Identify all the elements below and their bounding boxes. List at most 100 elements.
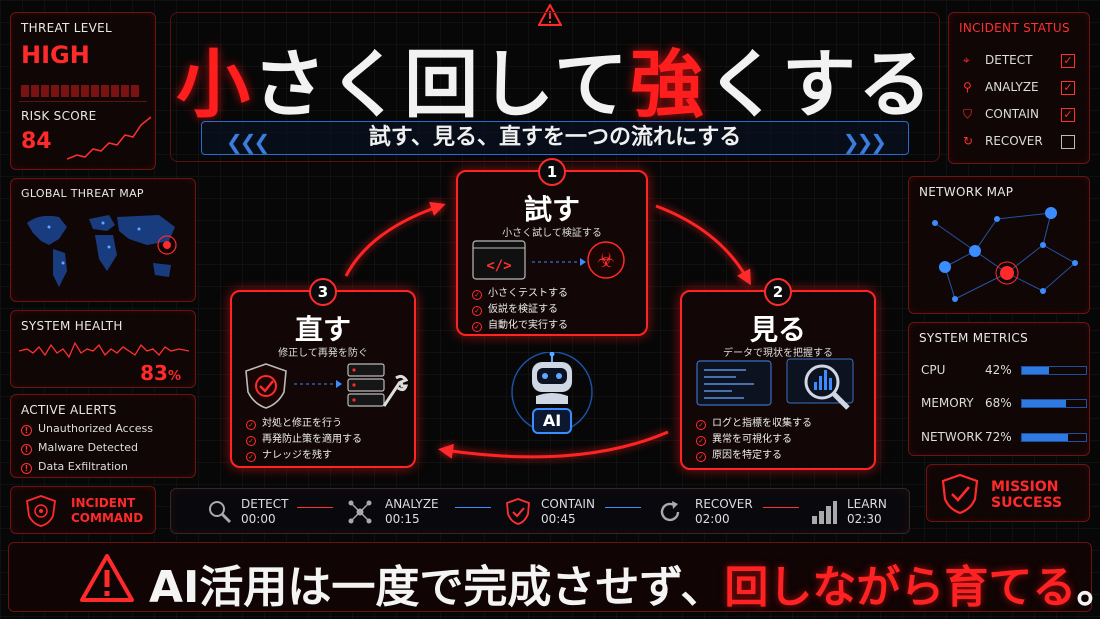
status-label: DETECT	[985, 53, 1033, 67]
step-see-card[interactable]: 2 見る データで現状を把握する ✓ログと指標を収集する ✓異常を可視化する ✓…	[680, 278, 876, 470]
chevron-left-icon: ❮❮❮	[226, 130, 270, 154]
metric-bar-fill	[1022, 400, 1066, 407]
mission-line1: MISSION	[991, 479, 1059, 495]
check-icon: ✓	[246, 452, 256, 462]
bullet-text: 自動化で実行する	[488, 320, 568, 331]
system-health-unit: %	[167, 369, 181, 384]
step-subtitle: 修正して再発を防ぐ	[278, 348, 368, 359]
refresh-icon: ↻	[963, 134, 974, 148]
bullet-text: 小さくテストする	[488, 288, 568, 299]
network-nodes-icon	[348, 500, 372, 524]
subtitle: 試す、見る、直すを一つの流れにする	[368, 125, 742, 150]
server-wrench-icon	[347, 363, 408, 407]
recover-checkbox[interactable]	[1061, 135, 1075, 149]
bullet-text: 原因を特定する	[712, 450, 782, 461]
check-icon: ✓	[696, 452, 706, 462]
step-subtitle: 小さく試して検証する	[502, 228, 602, 239]
network-graph	[932, 207, 1078, 302]
world-map	[27, 215, 177, 287]
alert-item[interactable]: !Data Exfiltration	[21, 457, 153, 476]
timeline-label: CONTAIN	[541, 497, 595, 511]
timeline-arrow	[455, 507, 491, 508]
step-fix-card[interactable]: 3 直す 修正して再発を防ぐ ✓対処と修正を行う ✓再発防止策を適用する ✓ナレ…	[230, 278, 416, 468]
metric-value: 68%	[985, 396, 1012, 410]
timeline-label: RECOVER	[695, 497, 753, 511]
incident-command-line2: COMMAND	[71, 511, 144, 525]
status-row-recover: ↻RECOVER	[963, 134, 1043, 148]
system-health-panel: SYSTEM HEALTH 83%	[10, 310, 196, 388]
warning-icon	[538, 4, 562, 26]
threat-level-meter	[21, 85, 139, 97]
robot-icon	[511, 351, 593, 433]
bullet-item: ✓自動化で実行する	[472, 318, 568, 334]
timeline-time: 00:00	[241, 512, 276, 526]
metric-value: 42%	[985, 363, 1012, 377]
title-highlight-2: 強	[629, 42, 706, 128]
contain-checkbox[interactable]: ✓	[1061, 108, 1075, 122]
banner-highlight: 回しながら育てる	[724, 562, 1077, 613]
detect-checkbox[interactable]: ✓	[1061, 54, 1075, 68]
system-metrics-label: SYSTEM METRICS	[919, 331, 1028, 345]
warning-icon	[80, 554, 134, 602]
step-try-card[interactable]: 1 試す 小さく試して検証する </> ☣ ✓小さくテストする ✓仮説を検証する…	[456, 158, 648, 336]
bullet-text: 再発防止策を適用する	[262, 434, 362, 445]
chevron-right-icon: ❯❯❯	[842, 130, 887, 154]
metric-name: NETWORK	[921, 430, 983, 444]
magnifier-icon: ⚲	[963, 80, 972, 94]
alert-icon: !	[21, 463, 32, 474]
check-icon: ✓	[246, 420, 256, 430]
alert-text: Malware Detected	[38, 441, 138, 454]
svg-text:☣: ☣	[597, 248, 615, 272]
network-map-label: NETWORK MAP	[919, 185, 1014, 199]
bottom-banner: AI活用は一度で完成させず、回しながら育てる。	[8, 542, 1100, 613]
timeline-time: 00:15	[385, 512, 420, 526]
analyze-checkbox[interactable]: ✓	[1061, 81, 1075, 95]
alert-item[interactable]: !Unauthorized Access	[21, 419, 153, 438]
active-alerts-label: ACTIVE ALERTS	[21, 403, 117, 417]
step-title: 直す	[294, 313, 351, 346]
code-window-icon: </>	[472, 240, 526, 280]
incident-status-label: INCIDENT STATUS	[959, 21, 1070, 35]
system-health-number: 83	[140, 361, 168, 385]
timeline-arrow	[297, 507, 333, 508]
log-window-icon	[696, 360, 772, 406]
threat-level-label: THREAT LEVEL	[21, 21, 113, 35]
timeline-label: ANALYZE	[385, 497, 439, 511]
metric-bar-fill	[1022, 367, 1049, 374]
system-health-value: 83%	[140, 361, 181, 385]
system-metrics-panel: SYSTEM METRICS CPU 42% MEMORY 68% NETWOR…	[908, 322, 1090, 456]
network-map-panel: NETWORK MAP	[908, 176, 1090, 314]
alert-item[interactable]: !Malware Detected	[21, 438, 153, 457]
banner-message: AI活用は一度で完成させず、回しながら育てる。	[149, 551, 1100, 615]
bullet-text: 仮説を検証する	[488, 304, 558, 315]
title-highlight-1: 小	[176, 42, 253, 128]
status-label: ANALYZE	[985, 80, 1039, 94]
bullet-item: ✓仮説を検証する	[472, 302, 568, 318]
dashed-arrow	[294, 380, 342, 388]
dashed-arrow	[532, 258, 586, 266]
bullet-item: ✓ 原因を特定する	[696, 448, 812, 464]
shield-icon: ⛉	[963, 107, 973, 121]
timeline-time: 02:00	[695, 512, 730, 526]
magnifier-icon	[209, 501, 232, 524]
alert-icon: !	[21, 425, 32, 436]
active-alerts-panel: ACTIVE ALERTS !Unauthorized Access !Malw…	[10, 394, 196, 478]
metric-bar	[1021, 366, 1087, 375]
incident-command-panel[interactable]: INCIDENT COMMAND	[10, 486, 156, 534]
status-row-contain: ⛉CONTAIN	[963, 107, 1039, 122]
metric-row-cpu: CPU 42%	[921, 363, 1089, 377]
threat-level-value: HIGH	[21, 41, 90, 69]
step-title: 見る	[749, 313, 806, 346]
ai-badge: AI	[532, 408, 572, 434]
check-icon: ✓	[696, 420, 706, 430]
subtitle-bar: ❮❮❮ 試す、見る、直すを一つの流れにする ❯❯❯	[201, 121, 909, 155]
mission-success-panel[interactable]: MISSION SUCCESS	[926, 464, 1090, 522]
metric-value: 72%	[985, 430, 1012, 444]
global-threat-map-label: GLOBAL THREAT MAP	[21, 187, 144, 200]
timeline-arrow	[763, 507, 799, 508]
